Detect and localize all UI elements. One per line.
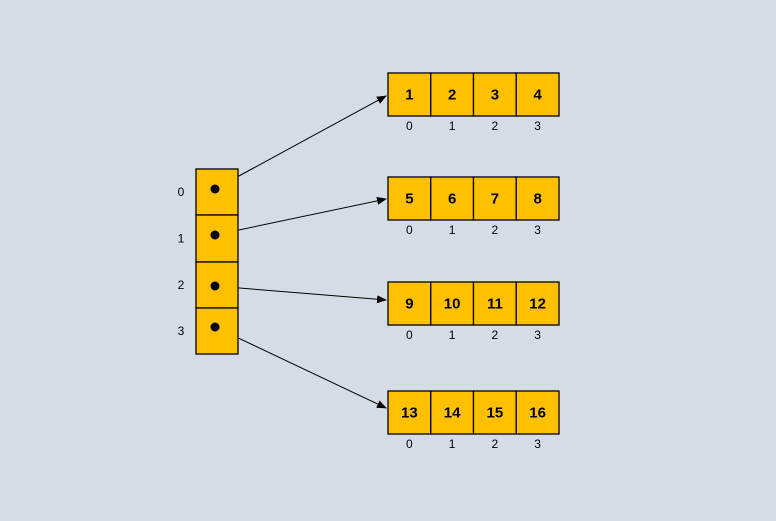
row-cell-value: 10	[444, 296, 461, 313]
row-cell	[430, 72, 475, 117]
pointer-dot-0	[210, 184, 220, 194]
row-cell-value: 8	[533, 191, 541, 208]
row-cell	[515, 390, 560, 435]
row-cell-value: 14	[444, 405, 461, 422]
row-cell	[430, 176, 475, 221]
pointer-dots	[210, 184, 220, 332]
row-cell	[387, 176, 432, 221]
row-index-label: 2	[492, 328, 499, 342]
row-cell-value: 15	[487, 405, 504, 422]
row-array-1: 5 6 7 8 0 1 2 3	[387, 176, 560, 237]
pointer-dot-3	[210, 322, 220, 332]
row-cell	[515, 281, 560, 326]
row-cell-value: 12	[529, 296, 546, 313]
row-index-label: 3	[534, 437, 541, 451]
row-cell-value: 3	[491, 87, 499, 104]
row-cell-value: 13	[401, 405, 418, 422]
row-cell	[515, 72, 560, 117]
pointer-index-label: 0	[178, 185, 185, 199]
row-cell-value: 16	[529, 405, 546, 422]
row-cell	[387, 72, 432, 117]
pointer-arrow-1	[214, 196, 387, 236]
pointer-arrow-3	[214, 326, 387, 409]
row-index-label: 3	[534, 119, 541, 133]
row-cell	[472, 390, 517, 435]
row-index-label: 0	[406, 119, 413, 133]
row-cell-value: 6	[448, 191, 456, 208]
pointer-index-label: 2	[178, 278, 185, 292]
row-index-label: 2	[492, 437, 499, 451]
row-index-label: 2	[492, 119, 499, 133]
row-index-label: 1	[449, 223, 456, 237]
row-cell-value: 7	[491, 191, 499, 208]
row-cell	[387, 281, 432, 326]
row-index-label: 0	[406, 437, 413, 451]
pointer-arrows	[214, 95, 387, 409]
row-index-label: 1	[449, 437, 456, 451]
row-cell	[430, 281, 475, 326]
row-index-label: 3	[534, 223, 541, 237]
row-cell	[387, 390, 432, 435]
row-index-label: 1	[449, 328, 456, 342]
pointer-arrow-0	[214, 95, 387, 190]
row-index-label: 2	[492, 223, 499, 237]
row-index-label: 0	[406, 223, 413, 237]
pointer-dot-1	[210, 230, 220, 240]
row-cell	[472, 72, 517, 117]
row-cell-value: 4	[533, 87, 542, 104]
row-index-label: 1	[449, 119, 456, 133]
pointer-index-label: 3	[178, 324, 185, 338]
row-array-3: 13 14 15 16 0 1 2 3	[387, 390, 560, 451]
row-cell-value: 2	[448, 87, 456, 104]
row-cell-value: 1	[405, 87, 413, 104]
pointer-index-label: 1	[178, 232, 185, 246]
row-index-label: 0	[406, 328, 413, 342]
row-cell	[515, 176, 560, 221]
row-array-0: 1 2 3 4 0 1 2 3	[387, 72, 560, 133]
pointer-dot-2	[210, 281, 220, 291]
row-cell-value: 11	[487, 296, 503, 313]
row-index-label: 3	[534, 328, 541, 342]
pointer-array: 0 1 2 3	[178, 168, 239, 355]
row-cell-value: 9	[405, 296, 413, 313]
pointer-arrow-2	[214, 285, 387, 304]
row-cell-value: 5	[405, 191, 413, 208]
